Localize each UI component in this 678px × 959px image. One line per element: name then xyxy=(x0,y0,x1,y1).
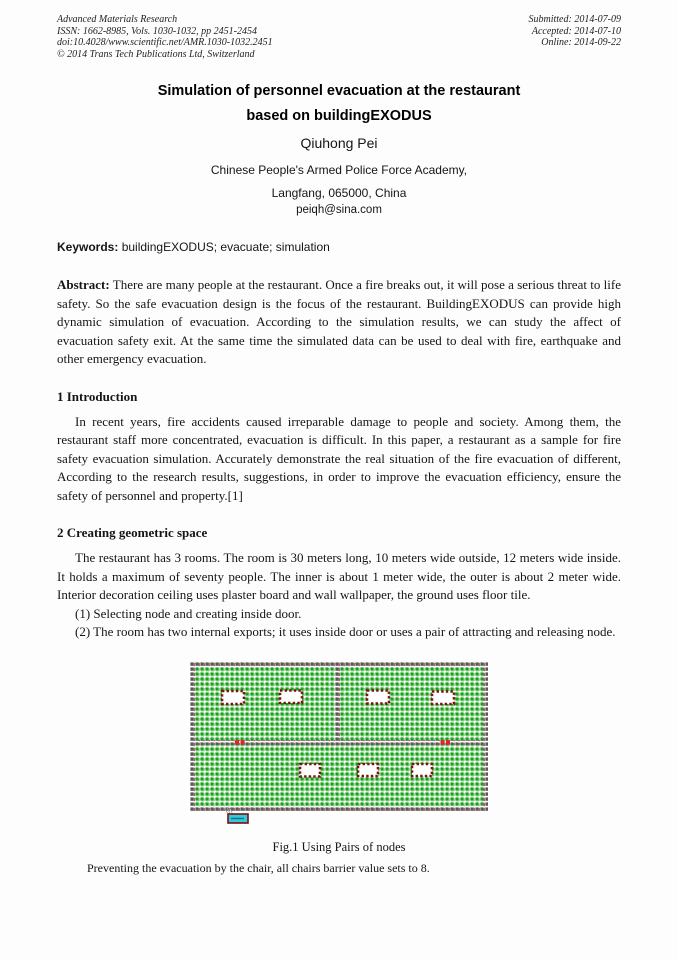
table-with-chairs xyxy=(298,762,322,778)
table-with-chairs xyxy=(356,762,380,777)
journal-copyright: © 2014 Trans Tech Publications Ltd, Swit… xyxy=(57,48,255,60)
keywords-line: Keywords: buildingEXODUS; evacuate; simu… xyxy=(57,240,621,255)
keywords-text: buildingEXODUS; evacuate; simulation xyxy=(121,240,330,254)
wall-inner-vertical xyxy=(335,661,340,745)
wall-bottom xyxy=(190,805,488,811)
keywords-label: Keywords: xyxy=(57,240,119,254)
exit-node xyxy=(223,807,249,824)
figure-1: Fig.1 Using Pairs of nodes xyxy=(57,661,621,855)
journal-issn: ISSN: 1662-8985, Vols. 1030-1032, pp 245… xyxy=(57,25,257,37)
abstract-label: Abstract: xyxy=(57,277,110,292)
paper-title: Simulation of personnel evacuation at th… xyxy=(57,79,621,129)
journal-name: Advanced Materials Research xyxy=(57,14,178,25)
closing-line: Preventing the evacuation by the chair, … xyxy=(87,860,430,875)
table-with-chairs xyxy=(430,689,456,705)
table-with-chairs xyxy=(278,688,304,704)
journal-doi: doi:10.4028/www.scientific.net/AMR.1030-… xyxy=(57,37,273,48)
submitted-date: Submitted: 2014-07-09 xyxy=(528,14,622,25)
wall-left xyxy=(190,661,195,811)
table-with-chairs xyxy=(410,762,434,777)
section-heading-geometric-space: 2 Creating geometric space xyxy=(57,525,208,540)
inside-door-left xyxy=(235,740,245,744)
section-heading-introduction: 1 Introduction xyxy=(57,388,138,404)
paper-title-line-2: based on buildingEXODUS xyxy=(246,108,432,124)
figure-caption: Fig.1 Using Pairs of nodes xyxy=(272,839,406,854)
journal-info: Advanced Materials Research ISSN: 1662-8… xyxy=(57,14,273,60)
author-email: peiqh@sina.com xyxy=(296,204,382,216)
affiliation-location: Langfang, 065000, China xyxy=(271,186,407,200)
abstract-paragraph: Abstract: There are many people at the r… xyxy=(57,276,621,369)
table-with-chairs xyxy=(220,689,246,705)
author-affiliation: Chinese People's Armed Police Force Acad… xyxy=(210,163,468,177)
submission-dates: Submitted: 2014-07-09 Accepted: 2014-07-… xyxy=(529,14,622,60)
introduction-paragraph: In recent years, fire accidents caused i… xyxy=(57,413,621,503)
journal-header: Advanced Materials Research ISSN: 1662-8… xyxy=(57,14,621,60)
online-date: Online: 2014-09-22 xyxy=(541,37,621,48)
inside-door-right xyxy=(440,740,450,744)
abstract-text: There are many people at the restaurant.… xyxy=(57,277,621,366)
geometric-space-paragraph: The restaurant has 3 rooms. The room is … xyxy=(57,550,621,602)
accepted-date: Accepted: 2014-07-10 xyxy=(531,25,621,37)
evacuation-grid-figure xyxy=(190,661,488,824)
table-with-chairs xyxy=(365,688,391,705)
paper-title-line-1: Simulation of personnel evacuation at th… xyxy=(157,83,521,99)
wall-right xyxy=(483,661,488,811)
list-item-1: (1) Selecting node and creating inside d… xyxy=(75,605,302,621)
list-item-2: (2) The room has two internal exports; i… xyxy=(75,624,616,639)
author-name: Qiuhong Pei xyxy=(300,135,378,151)
